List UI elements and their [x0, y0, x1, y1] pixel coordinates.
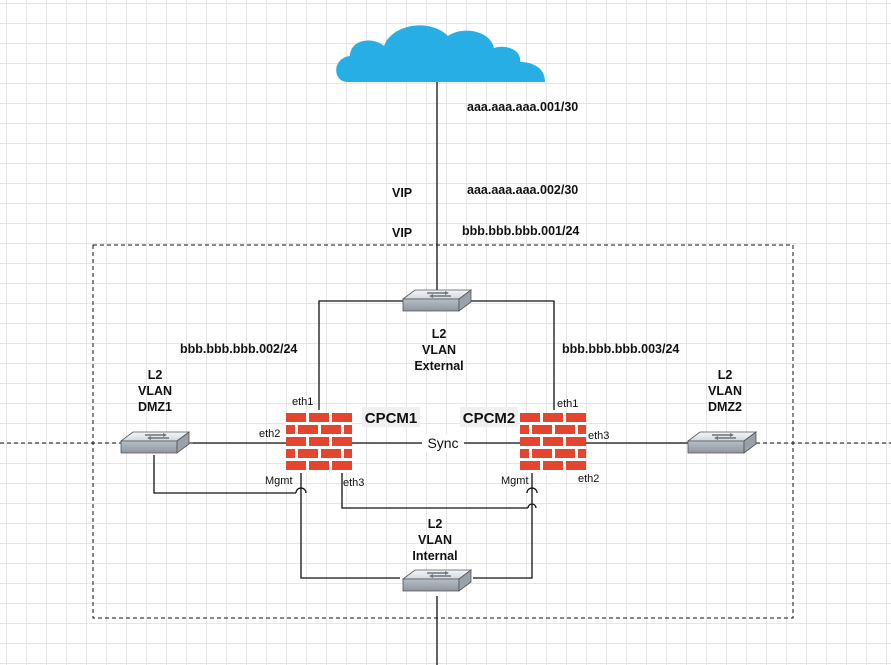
vip-label-1: VIP: [392, 186, 412, 200]
switch-icon: [402, 569, 472, 592]
vip-ip-label-1: aaa.aaa.aaa.002/30: [467, 183, 578, 197]
sync-label: Sync: [427, 435, 458, 451]
cpcm1-name-bg: [362, 407, 420, 427]
cpcm1-eth3-label: eth3: [343, 477, 364, 489]
switch-dmz1: L2 VLAN DMZ1: [120, 368, 190, 454]
cpcm1-internal-wire: [300, 473, 400, 579]
cpcm1-external-ip-label: bbb.bbb.bbb.002/24: [180, 342, 297, 356]
switch-internal-line3: Internal: [412, 549, 457, 563]
switch-dmz1-line2: VLAN: [138, 384, 172, 398]
vip-ip-label-2: bbb.bbb.bbb.001/24: [462, 224, 579, 238]
security-zone-boundary: [92, 244, 794, 619]
switch-icon: [120, 431, 190, 454]
isp-ip-label: aaa.aaa.aaa.001/30: [467, 100, 578, 114]
cloud-icon: [336, 25, 545, 82]
cpcm2-external-wire: [465, 300, 555, 410]
sync-label-bg: [422, 434, 464, 452]
switch-dmz2: L2 VLAN DMZ2: [687, 368, 757, 454]
switch-icon: [687, 431, 757, 454]
switch-internal-line2: VLAN: [418, 533, 452, 547]
cpcm1-external-wire: [318, 300, 411, 410]
cpcm2-mgmt-label: Mgmt: [501, 475, 529, 487]
switch-dmz2-line3: DMZ2: [708, 400, 742, 414]
cpcm1-mgmt-label: Mgmt: [265, 475, 293, 487]
firewall-icon: [286, 413, 352, 473]
switch-icon: [402, 289, 472, 312]
cpcm2-eth1-label: eth1: [557, 398, 578, 410]
cpcm1-eth1-label: eth1: [292, 396, 313, 408]
firewall-cpcm2: CPCM2 eth1 eth3 eth2 Mgmt: [460, 398, 609, 487]
switch-dmz2-line1: L2: [718, 368, 733, 382]
switch-internal: L2 VLAN Internal: [402, 517, 472, 592]
connections: [153, 82, 688, 665]
switch-dmz2-line2: VLAN: [708, 384, 742, 398]
switch-dmz1-line3: DMZ1: [138, 400, 172, 414]
cloud-shape: [336, 25, 545, 82]
switch-external-line2: VLAN: [422, 343, 456, 357]
cpcm1-eth2-label: eth2: [259, 428, 280, 440]
switch-external: L2 VLAN External: [402, 289, 472, 373]
switch-external-line3: External: [414, 359, 463, 373]
vip-label-2: VIP: [392, 226, 412, 240]
cpcm2-name-bg: [460, 407, 518, 427]
cpcm1-dmz2-wire: [341, 473, 528, 509]
cpcm2-internal-wire: [473, 473, 533, 579]
dmz1-cpcm2-wire: [153, 455, 296, 494]
firewall-cpcm1: CPCM1 eth1 eth2 eth3 Mgmt: [259, 396, 420, 489]
switch-external-line1: L2: [432, 327, 447, 341]
cpcm2-eth3-label: eth3: [588, 430, 609, 442]
cpcm2-name: CPCM2: [463, 410, 516, 427]
switch-dmz1-line1: L2: [148, 368, 163, 382]
switch-internal-line1: L2: [428, 517, 443, 531]
cpcm2-eth2-label: eth2: [578, 473, 599, 485]
firewall-icon: [520, 413, 586, 473]
cpcm1-name: CPCM1: [365, 410, 418, 427]
cpcm2-external-ip-label: bbb.bbb.bbb.003/24: [562, 342, 679, 356]
